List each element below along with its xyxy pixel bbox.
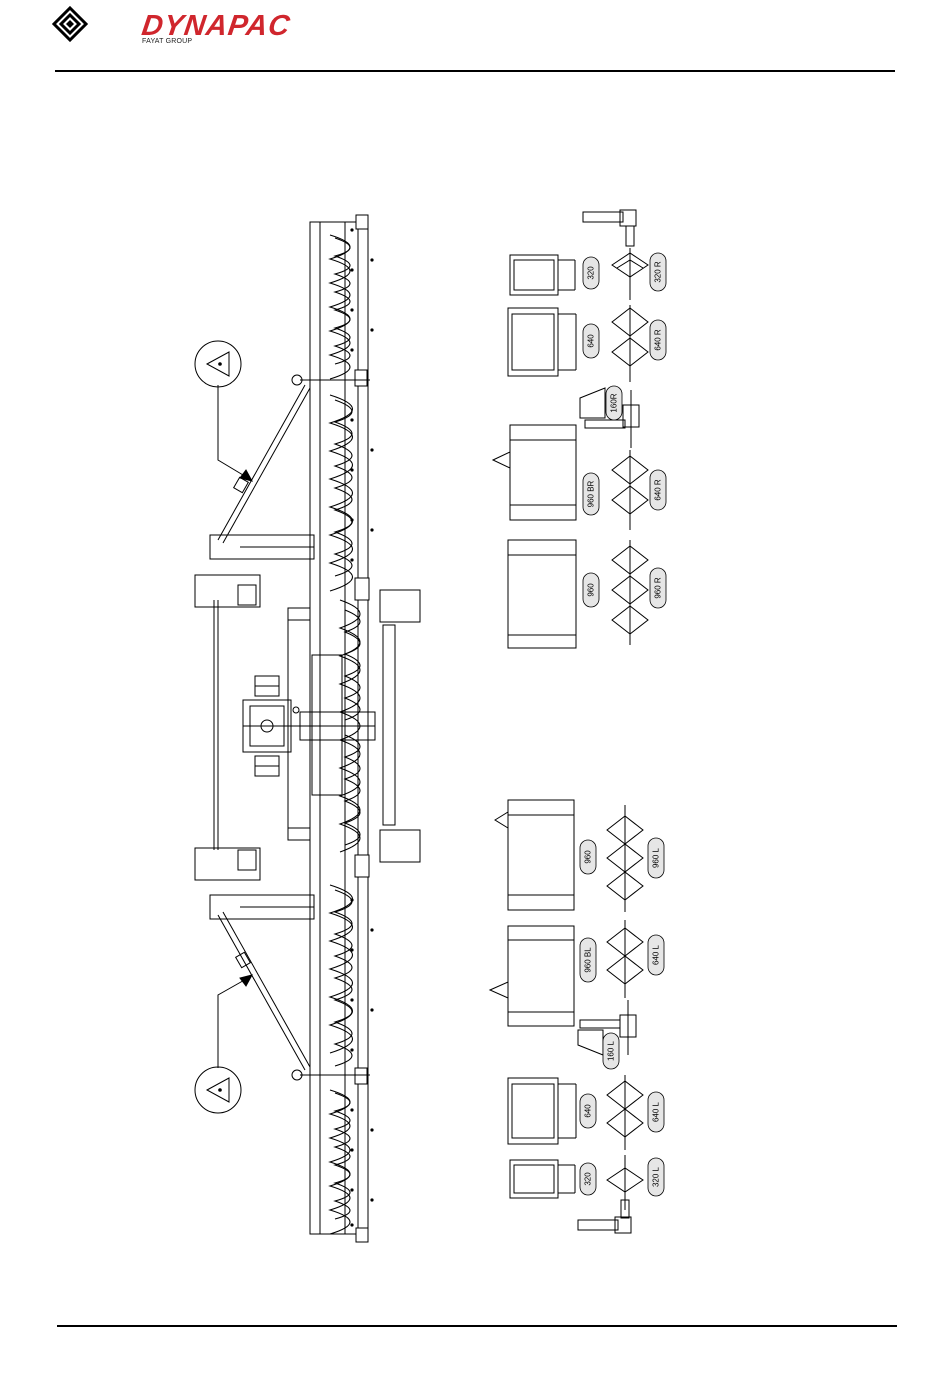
warning-symbol-lower bbox=[195, 1067, 241, 1113]
turnbuckle-upper bbox=[218, 375, 310, 543]
label-960bl: 960 BL bbox=[584, 947, 593, 973]
leader-lower bbox=[218, 975, 252, 1068]
extension-box-640-right bbox=[508, 308, 576, 376]
extension-box-960-right bbox=[508, 540, 576, 648]
leader-upper bbox=[218, 385, 252, 481]
label-960-right: 960 bbox=[587, 583, 596, 597]
label-960br: 960 BR bbox=[587, 480, 596, 507]
label-640: 640 bbox=[587, 334, 596, 348]
extension-box-640-left bbox=[508, 1078, 576, 1144]
auger-640-right-2 bbox=[612, 450, 648, 530]
label-320-left: 320 bbox=[584, 1172, 593, 1186]
auger-640-left-2 bbox=[607, 1075, 643, 1150]
auger-640-right bbox=[612, 305, 648, 382]
tow-arms bbox=[195, 535, 314, 919]
auger-640-left bbox=[607, 920, 643, 998]
extension-box-960bl bbox=[490, 926, 574, 1026]
end-plate-top bbox=[583, 210, 636, 246]
label-960l: 960 L bbox=[652, 847, 661, 868]
central-frame bbox=[288, 590, 420, 862]
label-320r: 320 R bbox=[654, 261, 663, 283]
auger-320-right bbox=[612, 248, 648, 300]
label-160l: 160 L bbox=[607, 1040, 616, 1061]
extension-box-960br bbox=[493, 425, 576, 520]
warning-symbol-upper bbox=[195, 341, 241, 387]
label-640-left: 640 bbox=[584, 1104, 593, 1118]
label-640r-2: 640 R bbox=[654, 479, 663, 501]
label-320l: 320 L bbox=[652, 1166, 661, 1187]
auger-960-left bbox=[607, 805, 643, 912]
extension-box-320-right bbox=[510, 255, 575, 295]
label-160r: 160R bbox=[610, 393, 619, 412]
extension-box-320-left bbox=[510, 1160, 575, 1198]
extension-box-960-left bbox=[495, 800, 574, 910]
turnbuckle-lower bbox=[218, 912, 310, 1080]
label-960-left: 960 bbox=[584, 850, 593, 864]
end-plate-bottom bbox=[578, 1200, 631, 1233]
label-640r: 640 R bbox=[654, 329, 663, 351]
label-960r: 960 R bbox=[654, 577, 663, 599]
auger-960-right bbox=[612, 540, 648, 645]
wheel-hub-assembly bbox=[243, 676, 300, 776]
footer-divider bbox=[57, 1325, 897, 1327]
label-640l: 640 L bbox=[652, 944, 661, 965]
label-320: 320 bbox=[587, 266, 596, 280]
auger-320-left bbox=[607, 1155, 643, 1210]
label-640l-2: 640 L bbox=[652, 1101, 661, 1122]
